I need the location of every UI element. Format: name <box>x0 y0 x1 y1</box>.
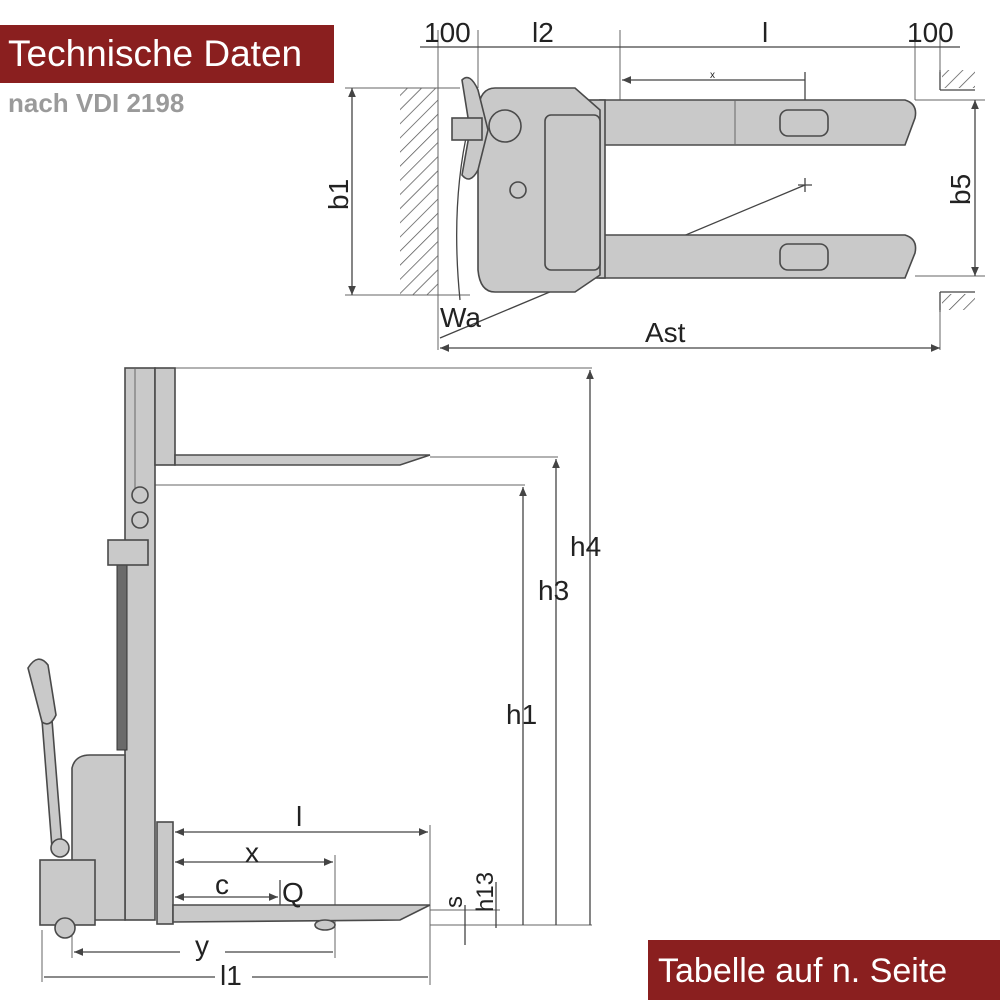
wall-hatch-left <box>400 88 438 295</box>
drive-unit <box>39 859 96 926</box>
label-x-side: x <box>245 837 259 868</box>
load-roller-lower <box>779 243 829 271</box>
tiller-head-side <box>27 658 57 725</box>
key-switch <box>509 181 527 199</box>
label-h3: h3 <box>538 575 569 606</box>
side-view: h4 h3 h1 l x c Q s h13 y l1 <box>27 367 601 991</box>
mast-top-view <box>544 114 601 271</box>
fork-lowered <box>172 904 431 923</box>
top-view: 100 l2 l 100 x b1 b5 Wa Ast <box>323 17 985 352</box>
load-roller-upper <box>779 109 829 137</box>
subtitle: nach VDI 2198 <box>8 88 185 118</box>
tiller-arm <box>41 719 63 850</box>
carriage-lowered <box>156 821 174 925</box>
tiller-grip <box>451 117 483 141</box>
label-clearance-left: 100 <box>424 17 471 48</box>
label-l-top: l <box>762 17 768 48</box>
label-y: y <box>195 930 209 961</box>
label-s: s <box>441 896 468 908</box>
fork-upper <box>599 99 917 146</box>
mast <box>124 367 156 921</box>
label-b5: b5 <box>945 174 976 205</box>
label-q: Q <box>282 877 304 908</box>
load-wheel <box>314 919 336 931</box>
title-banner: Technische Daten <box>0 25 334 83</box>
label-h4: h4 <box>570 531 601 562</box>
label-b1: b1 <box>323 179 354 210</box>
label-l-side: l <box>296 801 302 832</box>
label-l1: l1 <box>220 960 242 991</box>
label-clearance-right: 100 <box>907 17 954 48</box>
fork-raised <box>174 454 431 466</box>
wall-hatch-right-top <box>939 70 975 91</box>
label-ast: Ast <box>645 317 686 348</box>
label-h1: h1 <box>506 699 537 730</box>
tiller-pivot <box>488 109 522 143</box>
label-wa: Wa <box>440 302 481 333</box>
carriage-raised <box>154 367 176 466</box>
table-reference-banner[interactable]: Tabelle auf n. Seite <box>648 940 1000 1000</box>
wall-hatch-right-bottom <box>939 291 975 312</box>
mast-bracket <box>107 539 149 566</box>
fork-lower <box>599 234 917 279</box>
label-x-top: x <box>710 70 715 81</box>
drive-wheel <box>54 917 76 939</box>
label-l2: l2 <box>532 17 554 48</box>
label-c: c <box>215 869 229 900</box>
lift-chain <box>116 559 128 751</box>
label-h13: h13 <box>472 872 499 912</box>
